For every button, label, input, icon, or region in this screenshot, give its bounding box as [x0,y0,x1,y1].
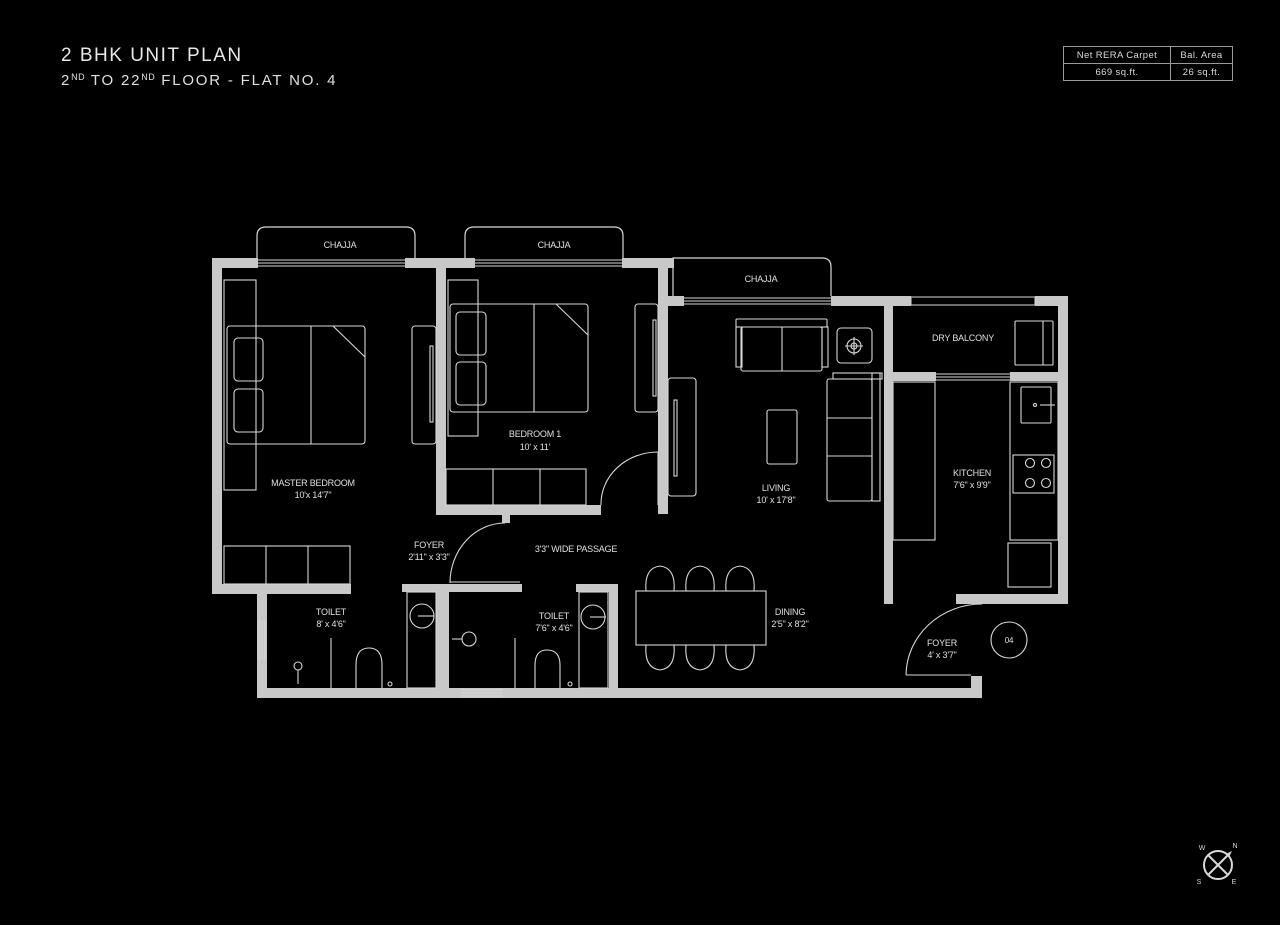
toilet-1-vanity [406,591,437,689]
size-living: 10' x 17'8" [757,495,796,505]
pillow-icon [233,388,264,433]
shower-icon-2 [461,631,477,647]
washing-machine [1014,320,1054,366]
chair-icon [725,565,755,592]
master-side-unit [223,279,257,491]
label-foyer-inner: FOYER [414,540,445,550]
windows [258,259,1010,697]
pillow-icon [233,337,264,382]
chair-icon [645,565,675,592]
label-passage: 3'3" WIDE PASSAGE [535,544,618,554]
bedroom1-storage [445,468,587,506]
size-bedroom-1: 10' x 11' [520,442,551,452]
toilet-wc-2 [534,649,561,688]
wardrobe-handle [652,319,657,397]
subtitle-floor-mid: TO 22 [85,72,142,89]
label-kitchen: KITCHEN [953,468,991,478]
refrigerator [1007,542,1052,588]
area-table: Net RERA Carpet Bal. Area 669 sq.ft. 26 … [1063,46,1233,81]
subtitle-sup-1: ND [71,72,86,82]
chajja-living [672,257,832,296]
label-dry-balcony: DRY BALCONY [932,333,994,343]
shower-icon [293,661,303,671]
compass-s: S [1197,879,1202,886]
size-dining: 2'5" x 8'2" [771,619,808,629]
value-net-rera-carpet: 669 sq.ft. [1063,63,1171,81]
toilet-wc-1 [355,647,383,688]
label-flat-number: 04 [1005,636,1014,645]
bedroom1-bed [449,303,589,413]
bedroom1-side-unit [447,279,479,437]
bedroom1-wardrobe [634,303,659,413]
sofa-back [735,318,828,328]
dry-balcony-opening [910,296,1036,306]
label-toilet-2: TOILET [539,611,570,621]
plan-subtitle: 2ND TO 22ND FLOOR - FLAT NO. 4 [61,72,337,89]
flat-number-circle [990,621,1028,659]
label-toilet-1: TOILET [316,607,347,617]
label-living: LIVING [762,483,791,493]
bedroom1-door-swing [600,451,659,506]
toilet-2-vanity [578,591,609,689]
wardrobe-handle [429,345,434,423]
master-wardrobe [411,325,437,445]
chair-icon [725,644,755,671]
value-balcony-area: 26 sq.ft. [1170,63,1233,81]
main-door-swing [449,522,506,584]
label-chajja-2: CHAJJA [538,240,571,250]
chair-icon [685,565,715,592]
pillow-icon [455,361,487,406]
size-toilet-1: 8' x 4'6" [316,619,345,629]
kitchen-counter-right [1009,381,1059,541]
chajja-bedroom1 [464,226,624,258]
area-table-value-row: 669 sq.ft. 26 sq.ft. [1063,63,1233,81]
compass-e: E [1232,879,1237,886]
compass-icon: W N S E [1197,843,1238,886]
subtitle-flat: FLOOR - FLAT NO. 4 [155,72,338,89]
sofa-side [826,378,873,502]
master-bed [226,325,366,445]
chair-icon [685,644,715,671]
living-tv-unit [667,377,697,497]
label-dining: DINING [775,607,805,617]
side-table-lamp [836,327,873,364]
size-foyer-inner: 2'11" x 3'3" [408,552,449,562]
master-storage [223,545,351,585]
compass-n: N [1232,843,1237,850]
label-chajja-1: CHAJJA [324,240,357,250]
size-toilet-2: 7'6" x 4'6" [535,623,572,633]
size-master-bedroom: 10'x 14'7" [295,490,332,500]
label-foyer-entry: FOYER [927,638,958,648]
dining-table [635,590,767,646]
walls [212,258,1068,698]
chair-icon [645,644,675,671]
size-foyer-entry: 4' x 3'7" [927,650,956,660]
hob-stove [1012,454,1055,494]
pillow-icon [455,311,487,356]
plan-title: 2 BHK UNIT PLAN [61,45,243,66]
compass-w: W [1199,845,1206,852]
coffee-table [766,409,798,465]
label-bedroom-1: BEDROOM 1 [509,429,561,439]
entry-door-swing [905,603,983,676]
label-master-bedroom: MASTER BEDROOM [271,478,355,488]
kitchen-counter-left [892,381,936,541]
subtitle-sup-2: ND [141,72,156,82]
size-kitchen: 7'6" x 9'9" [953,480,990,490]
chajja-master [256,226,416,258]
subtitle-floor-start: 2 [61,72,72,89]
label-chajja-3: CHAJJA [745,274,778,284]
